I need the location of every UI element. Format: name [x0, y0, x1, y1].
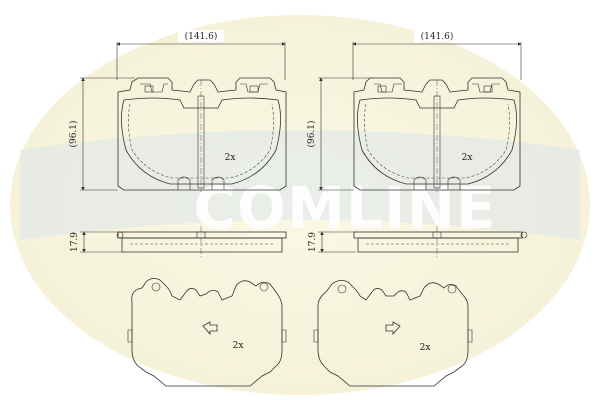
height-dimension-right: (96.1) [306, 77, 372, 191]
width-label-left: (141.6) [185, 31, 218, 42]
thickness-label-left: 17.9 [70, 232, 80, 252]
pad-quantity-right: 2x [462, 153, 473, 163]
brand-watermark: COMLINE [10, 15, 590, 395]
height-dimension-left: (96.1) [68, 77, 135, 191]
watermark-text: COMLINE [193, 174, 496, 242]
height-label-left: (96.1) [68, 120, 79, 147]
width-label-right: (141.6) [421, 31, 454, 42]
backing-plate-outline [117, 77, 287, 191]
height-label-right: (96.1) [306, 120, 317, 147]
anti-noise-shim-left: 2x [127, 278, 287, 387]
pad-side-profile-left: 17.9 [70, 226, 287, 258]
shim-quantity-right: 2x [420, 343, 431, 353]
width-dimension-right: (141.6) [352, 30, 522, 80]
pad-side-profile-right: 17.9 [308, 226, 528, 258]
shim-quantity-left: 2x [233, 341, 244, 351]
friction-material-outline [121, 97, 281, 185]
friction-material-outline-right [357, 97, 517, 185]
pad-front-view-right: (141.6) (96.1) 2x [306, 30, 522, 192]
width-dimension-left: (141.6) [116, 30, 286, 80]
pad-front-view-left: (141.6) (96.1) 2x [68, 30, 287, 192]
watermark-ellipse [10, 15, 590, 395]
pad-quantity-left: 2x [225, 153, 236, 163]
thickness-label-right: 17.9 [308, 232, 318, 252]
backing-plate-outline-right [353, 77, 521, 191]
anti-noise-shim-right: 2x [313, 280, 473, 387]
